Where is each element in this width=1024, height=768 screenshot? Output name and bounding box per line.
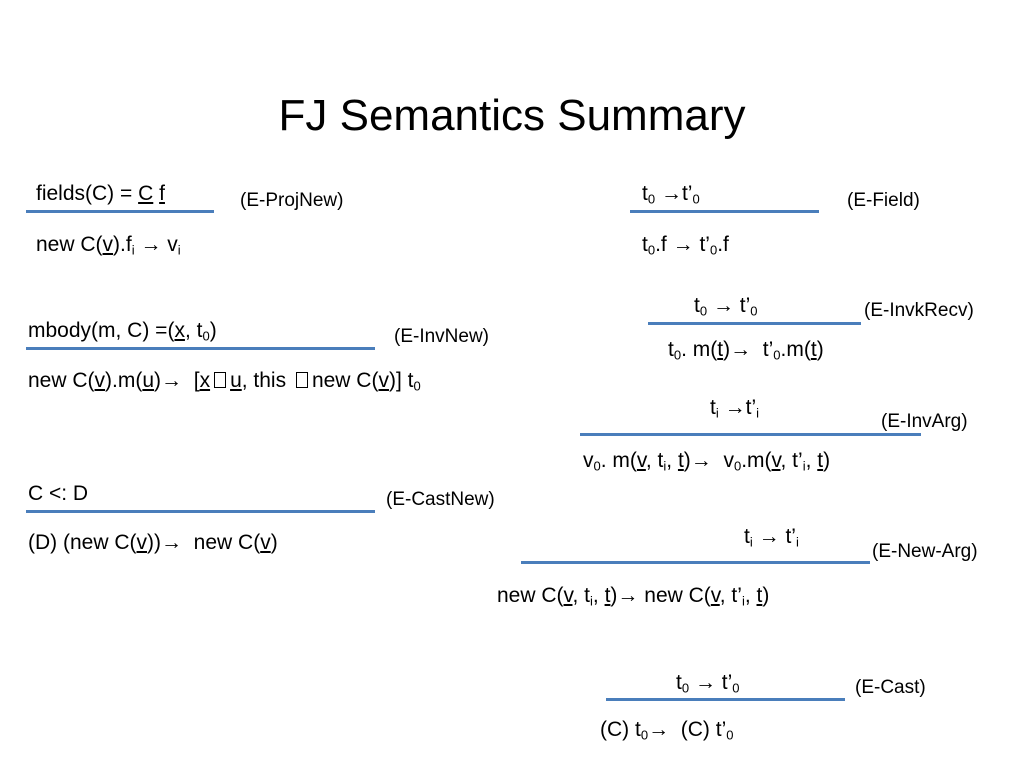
field-rule-line bbox=[630, 210, 819, 213]
cast-premise: t0 → t’0 bbox=[676, 671, 740, 696]
field-conclusion: t0.f → t’0.f bbox=[642, 233, 729, 258]
invarg-label: (E-InvArg) bbox=[881, 411, 968, 432]
invarg-rule-line bbox=[580, 433, 921, 436]
newarg-label: (E-New-Arg) bbox=[872, 541, 978, 562]
placeholder-box-icon bbox=[295, 372, 308, 388]
invkrecv-premise: t0 → t’0 bbox=[694, 294, 758, 319]
newarg-rule-line bbox=[521, 561, 870, 564]
projnew-rule-line bbox=[26, 210, 214, 213]
invarg-conclusion: v0. m(v, ti, t)→ v0.m(v, t’i, t) bbox=[583, 449, 831, 474]
cast-label: (E-Cast) bbox=[855, 677, 926, 698]
castnew-label: (E-CastNew) bbox=[386, 489, 495, 510]
projnew-conclusion: new C(v).fi → vi bbox=[36, 233, 181, 258]
cast-rule-line bbox=[606, 698, 845, 701]
invkrecv-rule-line bbox=[648, 322, 861, 325]
invarg-premise: ti →t’i bbox=[710, 396, 760, 421]
cast-conclusion: (C) t0→ (C) t’0 bbox=[600, 718, 734, 743]
newarg-premise: ti → t’i bbox=[744, 525, 799, 550]
invkrecv-conclusion: t0. m(t)→ t’0.m(t) bbox=[668, 338, 824, 363]
invnew-premise: mbody(m, C) =(x, t0) bbox=[28, 319, 217, 344]
field-premise: t0 →t’0 bbox=[642, 182, 700, 207]
slide-title: FJ Semantics Summary bbox=[278, 91, 746, 140]
invkrecv-label: (E-InvkRecv) bbox=[864, 300, 974, 321]
newarg-conclusion: new C(v, ti, t)→ new C(v, t’i, t) bbox=[497, 584, 770, 609]
placeholder-box-icon bbox=[214, 372, 227, 388]
castnew-rule-line bbox=[26, 510, 375, 513]
castnew-conclusion: (D) (new C(v))→ new C(v) bbox=[28, 531, 278, 554]
projnew-premise: fields(C) = C f bbox=[36, 182, 165, 205]
invnew-label: (E-InvNew) bbox=[394, 326, 490, 347]
invnew-rule-line bbox=[26, 347, 375, 350]
field-label: (E-Field) bbox=[847, 190, 920, 211]
projnew-label: (E-ProjNew) bbox=[240, 190, 344, 211]
castnew-premise: C <: D bbox=[28, 482, 89, 505]
